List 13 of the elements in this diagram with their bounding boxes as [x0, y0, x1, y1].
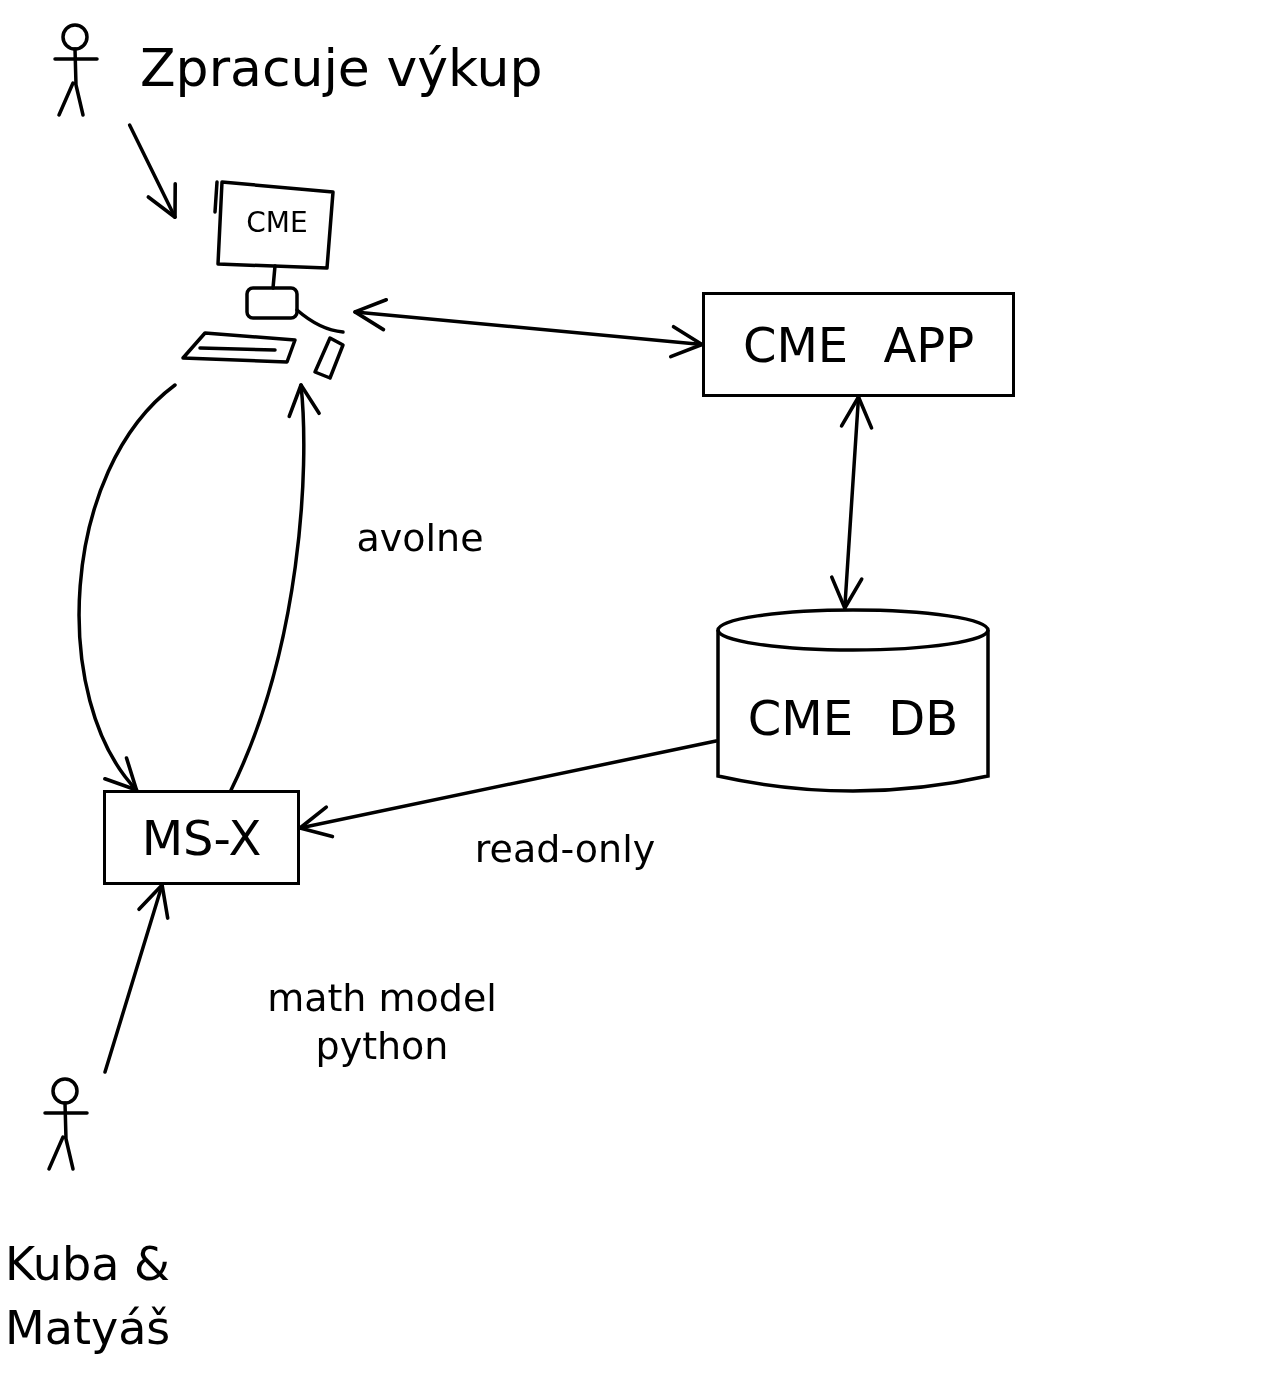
actor-label: Kuba & Matyáš	[5, 1236, 172, 1358]
actor-label: Zpracuje výkup	[140, 38, 543, 98]
system-box: MS-X	[103, 790, 300, 885]
arrow	[229, 383, 321, 792]
arrow	[353, 297, 704, 359]
arrow	[77, 383, 177, 792]
arrow	[829, 395, 874, 610]
screen-label: CME	[245, 206, 309, 239]
arrow	[103, 883, 170, 1074]
database-label: CME DB	[746, 690, 960, 746]
arrow	[127, 123, 177, 220]
system-box: CME APP	[702, 292, 1015, 397]
arrow	[298, 739, 718, 839]
